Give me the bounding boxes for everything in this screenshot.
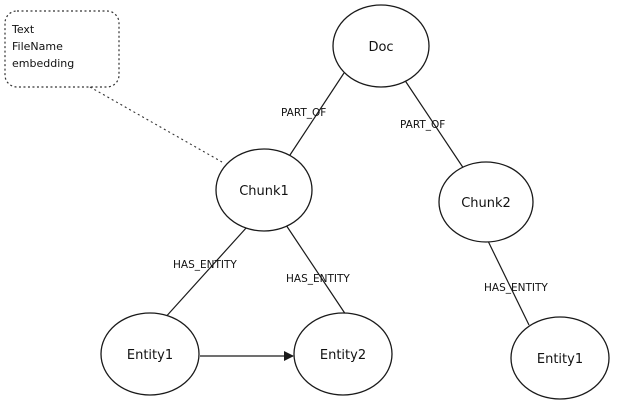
node-chunk1-entity2: Entity2	[293, 312, 393, 396]
note-line-text: Text	[11, 23, 35, 36]
note-connector	[89, 86, 223, 163]
edge-label-chunk1-part-of: PART_OF	[281, 107, 326, 119]
edge-chunk1-part-of-doc	[287, 72, 345, 159]
node-label-chunk1: Chunk1	[239, 184, 289, 199]
note-line-embedding: embedding	[12, 57, 74, 70]
property-note: Text FileName embedding	[4, 10, 120, 88]
node-label-chunk1-entity1: Entity1	[127, 348, 173, 363]
node-chunk2: Chunk2	[438, 161, 534, 243]
node-chunk1-entity1: Entity1	[100, 312, 200, 396]
edge-chunk1-has-entity1	[162, 226, 248, 321]
node-chunk2-entity1: Entity1	[510, 316, 610, 400]
node-label-doc: Doc	[368, 40, 393, 55]
edge-label-chunk2-part-of: PART_OF	[400, 119, 445, 131]
edge-label-chunk1-has-entity2: HAS_ENTITY	[286, 273, 350, 285]
property-note-box	[4, 10, 120, 88]
node-doc: Doc	[332, 4, 430, 88]
node-label-chunk2: Chunk2	[461, 196, 511, 211]
edge-chunk2-part-of-doc	[403, 78, 467, 173]
note-line-filename: FileName	[12, 40, 63, 53]
edge-label-chunk2-has-entity1: HAS_ENTITY	[484, 282, 548, 294]
node-chunk1: Chunk1	[215, 148, 313, 232]
node-label-chunk1-entity2: Entity2	[320, 348, 366, 363]
edge-label-chunk1-has-entity1: HAS_ENTITY	[173, 259, 237, 271]
edge-chunk1-has-entity2	[285, 224, 349, 319]
node-label-chunk2-entity1: Entity1	[537, 352, 583, 367]
edge-chunk2-has-entity1	[487, 240, 530, 326]
